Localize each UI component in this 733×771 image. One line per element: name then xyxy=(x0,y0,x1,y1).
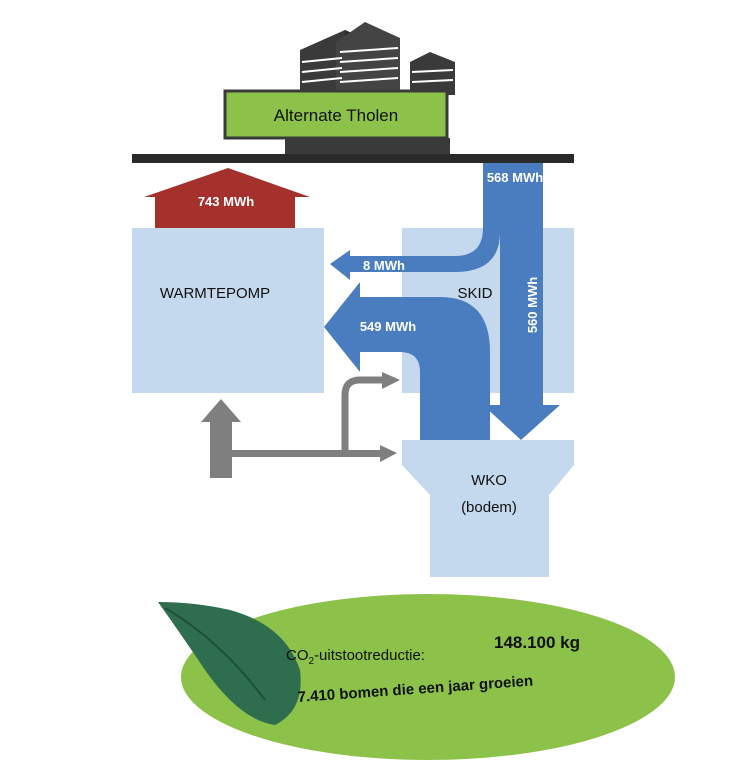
flow-arrow-549 xyxy=(324,282,490,440)
grey-flow-arrows xyxy=(201,372,400,478)
wko-box xyxy=(402,440,574,577)
heat-pump-label: WARMTEPOMP xyxy=(160,285,270,302)
flow-label-560: 560 MWh xyxy=(525,277,540,333)
flow-label-743: 743 MWh xyxy=(198,194,254,209)
wko-sublabel: (bodem) xyxy=(461,499,517,516)
skid-label: SKID xyxy=(457,285,492,302)
building-icon xyxy=(285,22,455,158)
savings-ellipse xyxy=(179,592,677,762)
co2-subscript: 2 xyxy=(309,656,315,667)
building-label-box xyxy=(223,89,449,140)
flow-arrow-8 xyxy=(330,168,500,280)
co2-label: CO2-uitstootreductie: xyxy=(286,647,425,667)
ground-line xyxy=(132,154,574,163)
leaf-icon xyxy=(158,602,301,725)
flow-arrow-skid-to-wko xyxy=(483,168,560,440)
wko-label: WKO xyxy=(471,472,507,489)
building-label: Alternate Tholen xyxy=(274,106,398,125)
heat-pump-box xyxy=(132,228,324,393)
flow-label-568: 568 MWh xyxy=(487,170,543,185)
co2-value: 148.100 kg xyxy=(494,633,580,652)
flow-label-549: 549 MWh xyxy=(360,319,416,334)
flow-arrow-to-building xyxy=(144,168,310,228)
flow-source-568 xyxy=(483,163,543,195)
flow-label-8: 8 MWh xyxy=(363,258,405,273)
